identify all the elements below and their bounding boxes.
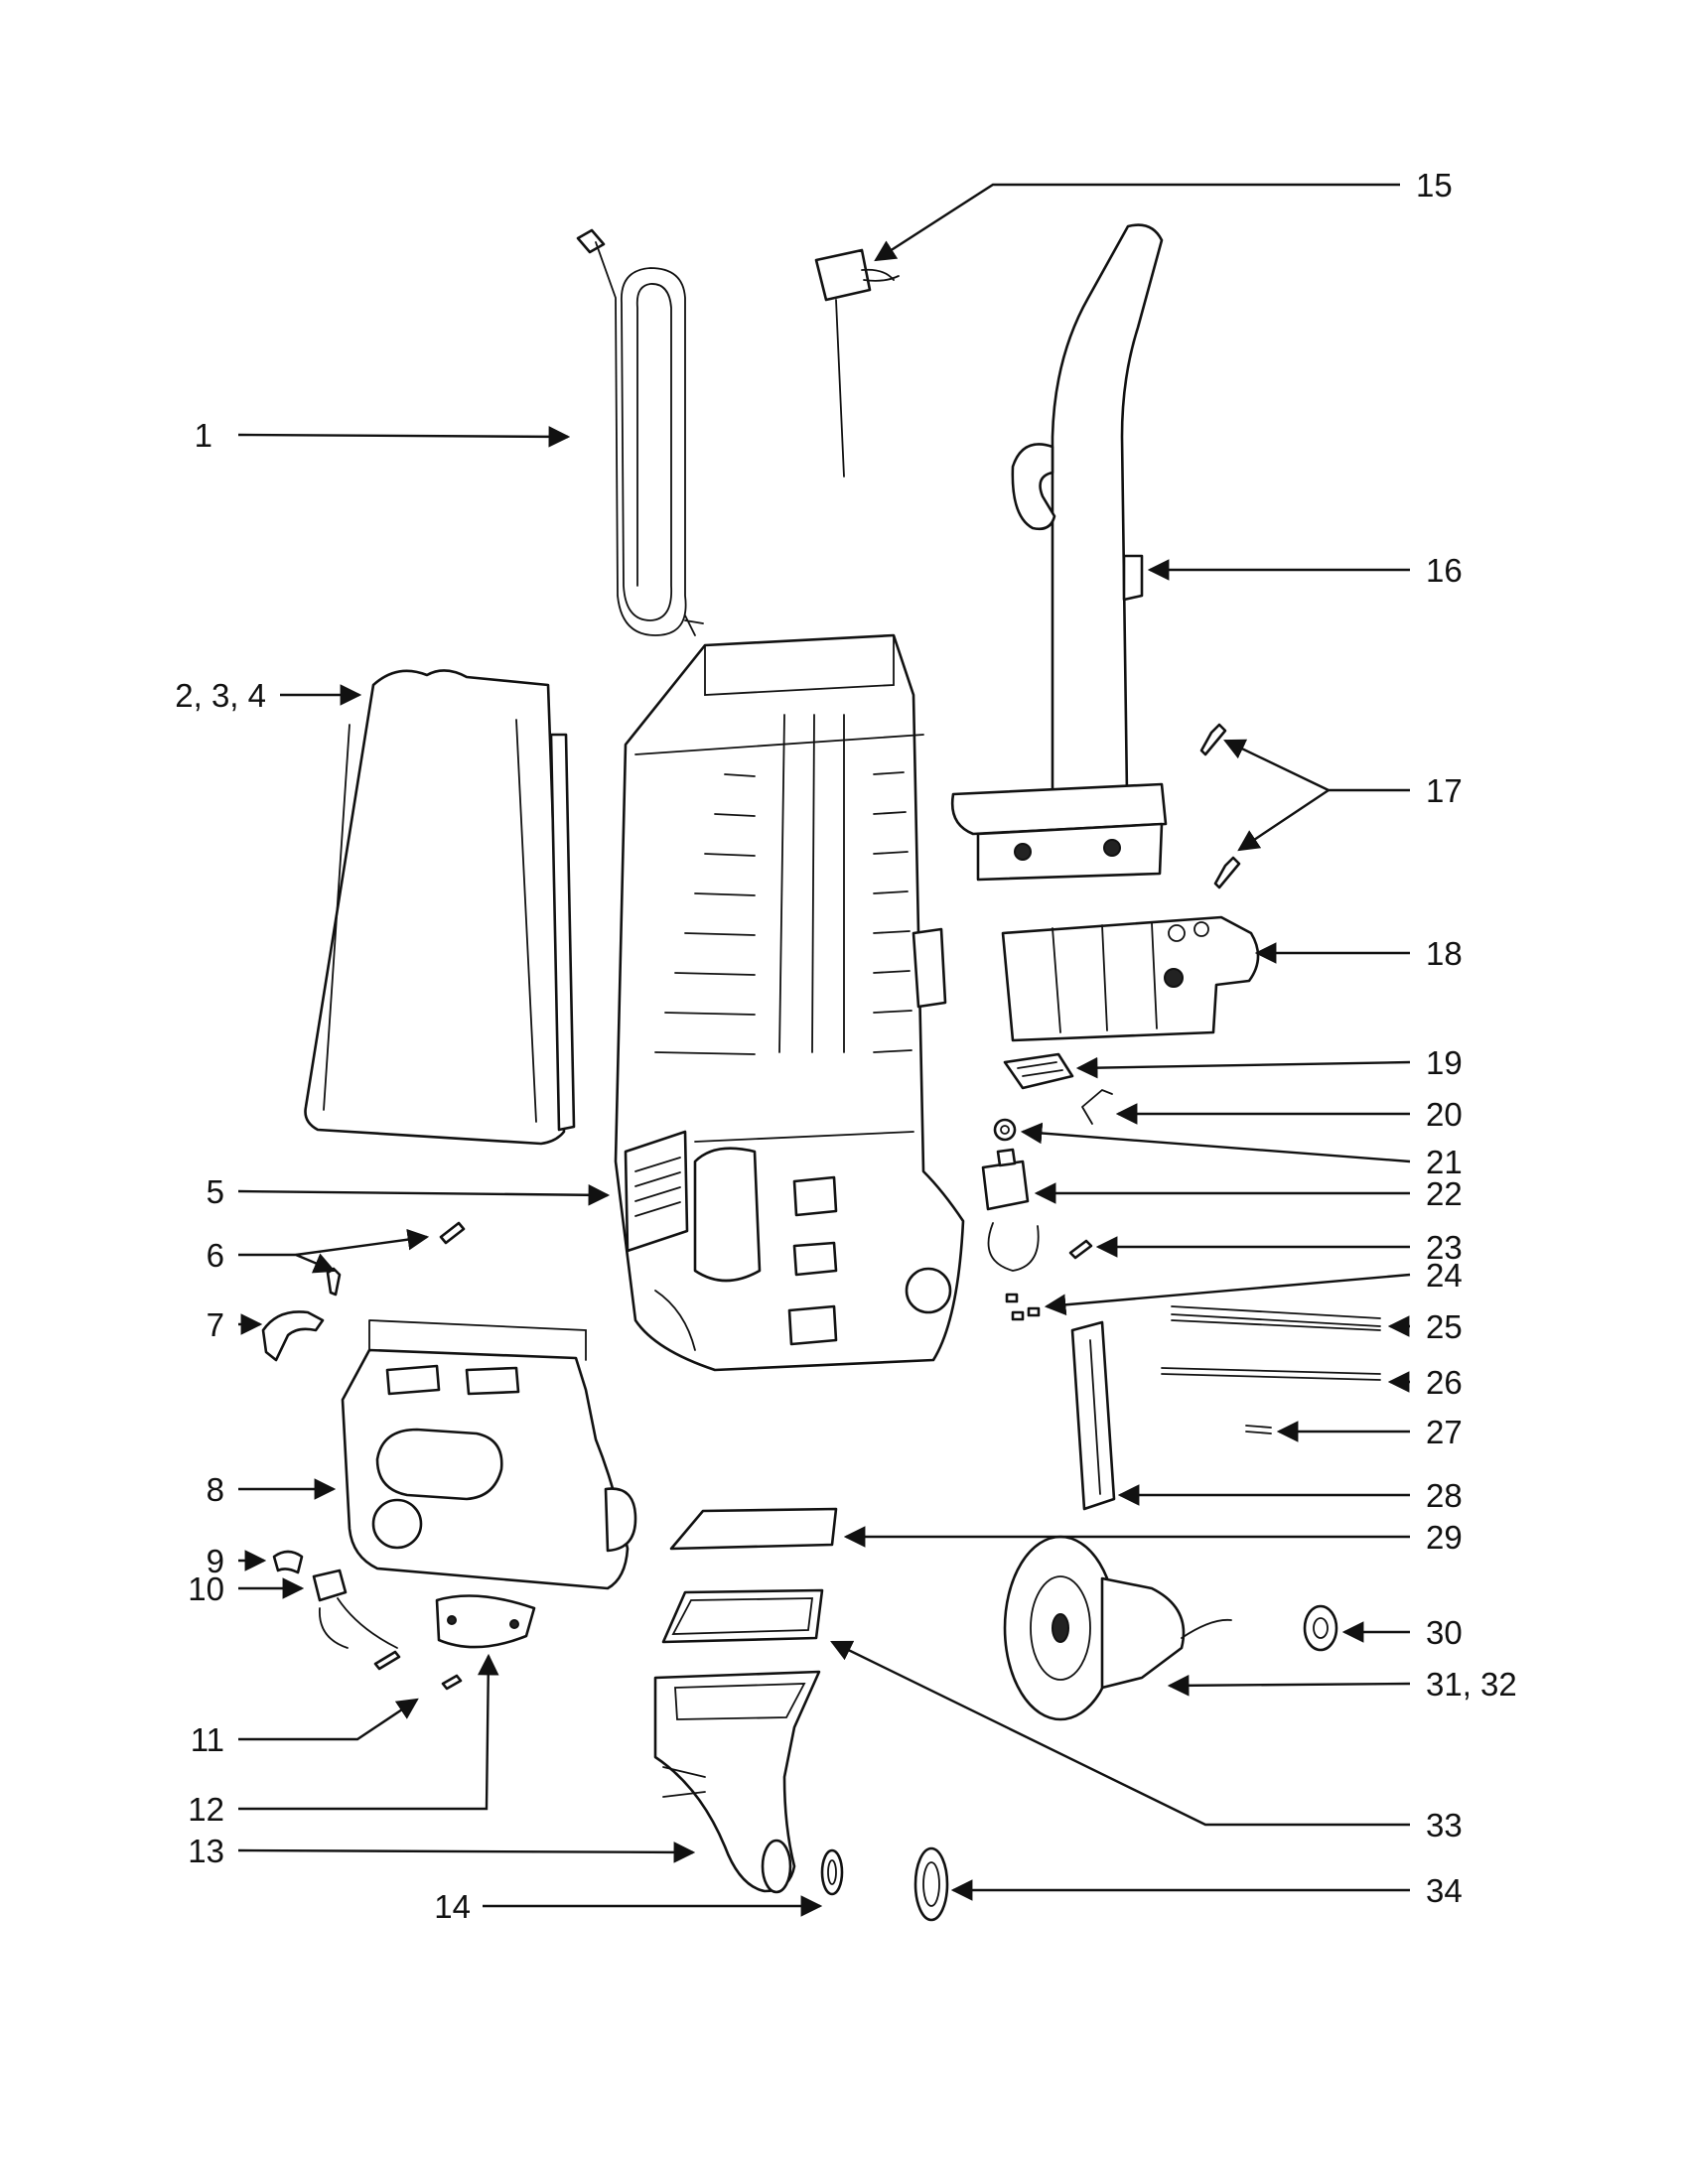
leader-33 [830, 1640, 1410, 1827]
leader-24 [1044, 1273, 1411, 1316]
leader-6 [238, 1253, 336, 1274]
part-11-screw [373, 1650, 401, 1671]
part-fan-duct [653, 1670, 821, 1894]
leader-13 [237, 1842, 696, 1863]
callout-5: 5 [207, 1173, 224, 1210]
part-screws-6 [326, 1221, 466, 1297]
part-22 [981, 1148, 1040, 1272]
callout-12: 12 [188, 1791, 224, 1828]
leader-15 [874, 183, 1400, 262]
part-clip-7 [261, 1310, 325, 1362]
callout-9: 9 [207, 1543, 224, 1579]
leader-19 [1075, 1056, 1411, 1079]
leader-17b [1237, 789, 1330, 852]
leader-5 [237, 1183, 611, 1206]
callout-8: 8 [207, 1471, 224, 1508]
callout-29: 29 [1426, 1519, 1463, 1556]
callout-11: 11 [191, 1721, 224, 1758]
callout-13: 13 [188, 1833, 224, 1869]
part-switch-assembly [814, 248, 900, 478]
callout-7: 7 [207, 1306, 224, 1343]
part-23-screw [1068, 1239, 1093, 1260]
leader-1 [237, 426, 571, 448]
part-30 [1303, 1604, 1338, 1652]
leader-11 [238, 1698, 419, 1741]
part-gasket-34 [913, 1846, 949, 1922]
callout-14: 14 [434, 1888, 471, 1925]
part-power-cord [576, 228, 704, 636]
part-front-panel [304, 669, 576, 1146]
callout-1: 1 [195, 417, 212, 454]
callout-17: 17 [1426, 772, 1463, 809]
part-9 [272, 1550, 304, 1574]
leader-12 [238, 1653, 499, 1811]
callout-28: 28 [1426, 1477, 1463, 1514]
callout-22: 22 [1426, 1175, 1463, 1212]
leader-17 [1223, 739, 1410, 792]
callout-25: 25 [1426, 1308, 1463, 1345]
part-10 [312, 1569, 398, 1649]
callout-34: 34 [1426, 1872, 1463, 1909]
part-24 [1005, 1293, 1041, 1321]
part-filter-29 [669, 1507, 838, 1551]
callout-19: 19 [1426, 1044, 1463, 1081]
part-21-washer [993, 1118, 1017, 1142]
callout-6: 6 [207, 1237, 224, 1274]
part-26 [1161, 1367, 1381, 1381]
part-screws-17 [1199, 723, 1241, 889]
part-motor [1003, 1535, 1232, 1721]
callout-10: 10 [188, 1570, 224, 1607]
leader-21 [1020, 1122, 1411, 1163]
callout-20: 20 [1426, 1096, 1463, 1133]
part-ring-14 [820, 1848, 844, 1896]
callout-26: 26 [1426, 1364, 1463, 1401]
part-27 [1245, 1425, 1272, 1434]
callout-16: 16 [1426, 552, 1463, 589]
callout-31-32: 31, 32 [1426, 1666, 1517, 1703]
leader-lines [237, 183, 1411, 1917]
part-filter-frame-33 [661, 1588, 824, 1644]
callout-27: 27 [1426, 1414, 1463, 1450]
leader-31 [1167, 1675, 1411, 1697]
part-main-housing [614, 633, 965, 1372]
part-25 [1171, 1305, 1381, 1331]
part-bumper-housing [341, 1319, 637, 1590]
callout-30: 30 [1426, 1614, 1463, 1651]
callout-24: 24 [1426, 1257, 1463, 1294]
callout-23: 23 [1426, 1229, 1463, 1266]
part-12 [435, 1594, 536, 1691]
part-20 [1081, 1088, 1113, 1125]
callout-labels: 1 2, 3, 4 5 6 7 8 9 10 11 12 13 14 15 16… [175, 167, 1516, 1925]
leader-6b [295, 1228, 430, 1257]
callout-18: 18 [1426, 935, 1463, 972]
callout-15: 15 [1416, 167, 1453, 204]
part-19 [1003, 1052, 1074, 1090]
part-28 [1070, 1320, 1116, 1511]
callout-33: 33 [1426, 1807, 1463, 1843]
callout-21: 21 [1426, 1144, 1463, 1180]
callout-2-3-4: 2, 3, 4 [175, 677, 266, 714]
part-handle [950, 223, 1168, 882]
part-nozzle-trim [1001, 915, 1260, 1042]
